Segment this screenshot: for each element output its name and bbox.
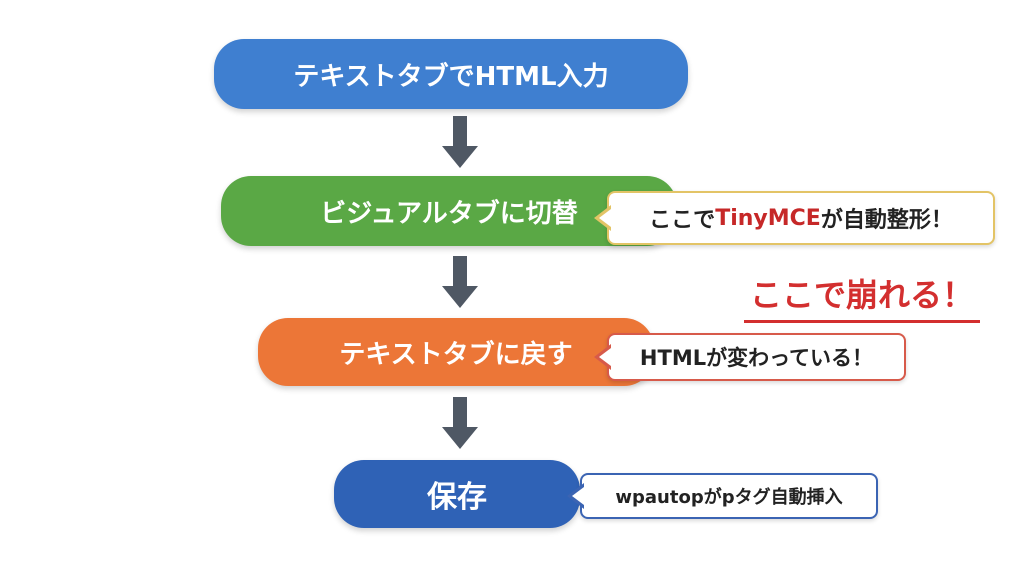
callout-tinymce-autoformat: ここで TinyMCE が自動整形！: [594, 191, 995, 245]
step-label: ビジュアルタブに切替: [320, 198, 578, 229]
callout-pointer-icon: [594, 344, 611, 370]
down-arrow-icon: [442, 256, 478, 308]
callout-text-prefix: ここで: [649, 208, 716, 233]
step-label: テキストタブでHTML入力: [293, 61, 609, 92]
callout-text-tinymce: TinyMCE: [715, 205, 821, 231]
step-label: テキストタブに戻す: [339, 339, 573, 370]
step-text-tab-html-input: テキストタブでHTML入力: [214, 39, 688, 109]
callout-text: wpautopがpタグ自動挿入: [615, 487, 843, 508]
step-switch-visual-tab: ビジュアルタブに切替: [221, 176, 677, 246]
callout-wpautop-ptag: wpautopがpタグ自動挿入: [567, 473, 878, 519]
callout-pointer-icon: [567, 483, 584, 509]
step-return-text-tab: テキストタブに戻す: [258, 318, 654, 386]
callout-pointer-icon: [594, 205, 611, 231]
step-label: 保存: [427, 480, 487, 515]
callout-html-changed: HTMLが変わっている！: [594, 333, 906, 381]
callout-text: HTMLが変わっている！: [639, 346, 874, 370]
down-arrow-icon: [442, 116, 478, 168]
down-arrow-icon: [442, 397, 478, 449]
warning-breaks-here: ここで崩れる！: [744, 270, 980, 323]
step-save: 保存: [334, 460, 580, 528]
callout-text-suffix: が自動整形！: [820, 208, 953, 233]
